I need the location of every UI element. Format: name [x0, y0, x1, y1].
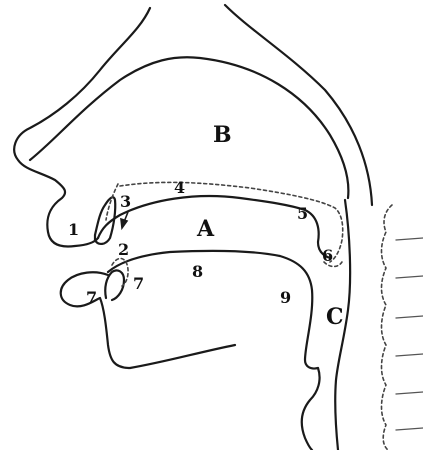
nasal-cavity-outline	[30, 57, 348, 198]
point-label-3: 3	[120, 194, 131, 210]
point-label-9: 9	[280, 290, 291, 306]
point-label-7-lip: 7	[86, 290, 97, 306]
region-label-a: A	[197, 218, 214, 240]
point-label-1: 1	[68, 222, 79, 238]
vertebra-segment	[396, 276, 423, 278]
lower-jaw-outline	[61, 272, 235, 368]
skull-outline	[225, 5, 372, 205]
vertebra-segment	[396, 238, 423, 240]
point-label-7-tongue: 7	[133, 276, 144, 292]
point-label-6: 6	[322, 248, 333, 264]
arrow-3-head	[121, 219, 127, 228]
point-label-8: 8	[192, 264, 203, 280]
region-label-c: C	[326, 306, 344, 328]
region-label-b: B	[213, 124, 232, 146]
point-label-5: 5	[297, 206, 308, 222]
vertebra-segment	[396, 428, 423, 430]
point-label-2: 2	[118, 242, 129, 258]
larynx-outline	[302, 368, 320, 450]
vertebra-segment	[396, 392, 423, 394]
vertebrae-outline	[382, 205, 393, 450]
vertebra-segment	[396, 354, 423, 356]
point-label-4: 4	[174, 180, 185, 196]
vertebra-segment	[396, 316, 423, 318]
